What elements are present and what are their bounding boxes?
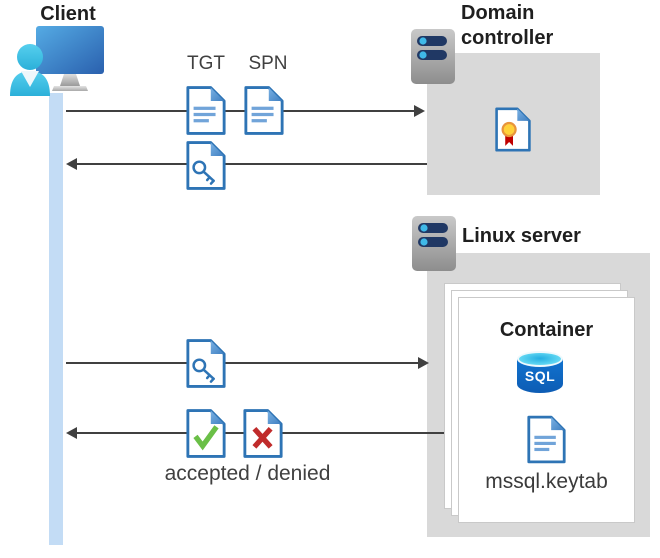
linux-server-label: Linux server (462, 225, 581, 247)
arrowhead-left-icon (66, 158, 77, 170)
domain-controller-server-icon (411, 29, 455, 84)
arrow-client-to-domain-controller (66, 110, 414, 112)
tgs-key-ticket-icon (186, 141, 226, 190)
monitor-screen-icon (36, 26, 104, 74)
accepted-document-icon (186, 409, 226, 458)
keytab-document-icon (527, 415, 566, 464)
key-icon (192, 160, 215, 185)
x-icon (252, 426, 273, 449)
spn-document-icon (244, 86, 284, 135)
arrow-client-to-container (66, 362, 418, 364)
tgt-label: TGT (187, 53, 225, 74)
accepted-denied-label: accepted / denied (164, 462, 331, 485)
spn-label: SPN (248, 53, 288, 74)
client-lifeline (49, 93, 63, 545)
sql-badge-label: SQL (524, 368, 556, 384)
arrow-domain-controller-to-client (76, 163, 427, 165)
keytab-label: mssql.keytab (485, 470, 608, 493)
domain-controller-label: Domain controller (461, 2, 554, 49)
certificate-document-icon (495, 107, 531, 152)
arrowhead-right-icon (418, 357, 429, 369)
tgt-ticket-document-icon (186, 86, 226, 135)
denied-document-icon (243, 409, 283, 458)
container-label: Container (499, 319, 594, 341)
container-card (458, 297, 635, 523)
sql-cylinder-top (517, 351, 563, 367)
seal-icon (501, 121, 517, 138)
key-icon (192, 358, 215, 383)
sql-database-icon: SQL (517, 351, 563, 398)
client-workstation-icon (10, 26, 104, 96)
client-label: Client (40, 3, 96, 25)
arrowhead-left-icon (66, 427, 77, 439)
check-icon (193, 425, 219, 451)
monitor-base-icon (52, 86, 88, 91)
person-icon (10, 44, 50, 96)
monitor-stand-icon (60, 74, 80, 86)
linux-server-icon (412, 216, 456, 271)
service-ticket-key-icon (186, 339, 226, 388)
arrowhead-right-icon (414, 105, 425, 117)
